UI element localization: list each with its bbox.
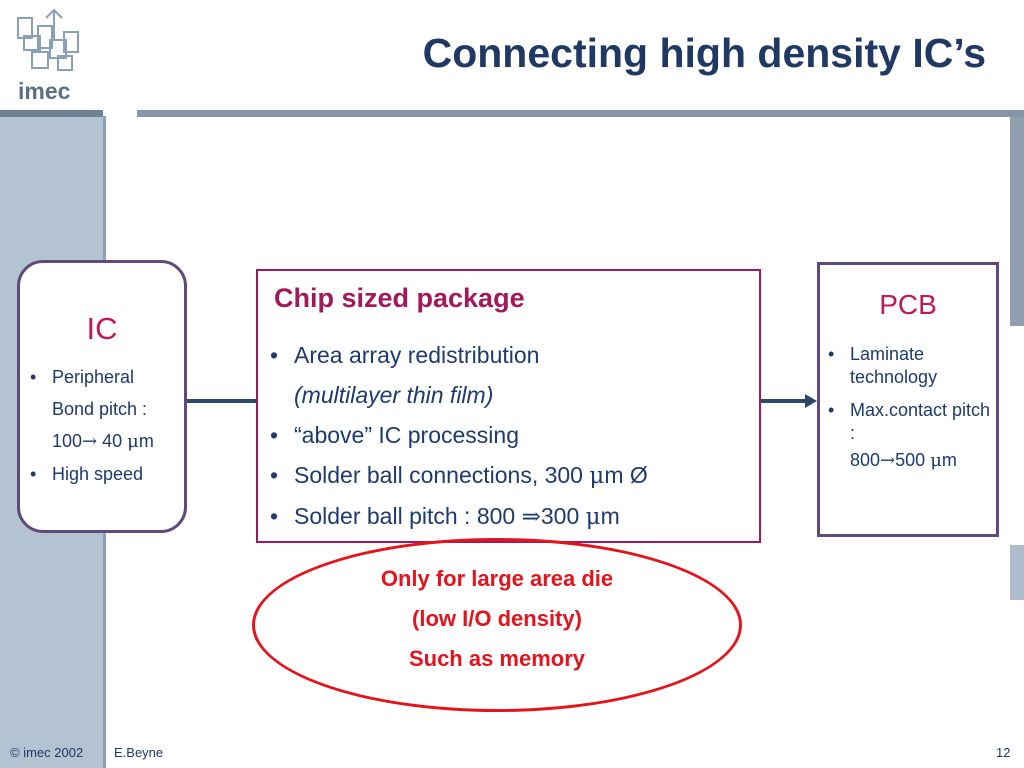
bullet-icon: • [270, 422, 279, 448]
double-arrow-icon: ⇒ [521, 504, 541, 530]
note-line-3: Such as memory [408, 646, 586, 671]
csp-list: •Area array redistribution (multilayer t… [270, 335, 648, 537]
ic-box: IC •Peripheral Bond pitch : 100→ 40 μm •… [17, 260, 187, 533]
arrow-icon: → [880, 450, 896, 471]
ic-item-speed: •High speed [30, 458, 154, 490]
arrow-icon: → [82, 431, 98, 452]
connector-line-right [761, 399, 807, 403]
pcb-list: •Laminate technology •Max.contact pitch … [828, 343, 996, 482]
note-line-1: Only for large area die [380, 566, 614, 591]
bullet-icon: • [270, 342, 279, 368]
highlight-ellipse [252, 538, 742, 712]
csp-item-processing: •“above” IC processing [270, 415, 648, 455]
pcb-item-contact-pitch: •Max.contact pitch : 800→500 μm [828, 400, 991, 471]
chip-sized-package-box: Chip sized package •Area array redistrib… [256, 269, 761, 543]
imec-logo-icon [14, 6, 94, 106]
title-rule [137, 110, 1024, 117]
title-rule-left [0, 110, 103, 117]
connector-line-left [187, 399, 256, 403]
pcb-heading: PCB [879, 289, 937, 320]
logo-text: imec [18, 78, 71, 104]
arrow-head-icon [805, 394, 817, 408]
csp-heading: Chip sized package [274, 283, 525, 313]
bullet-icon: • [30, 367, 37, 387]
bullet-icon: • [30, 464, 37, 484]
csp-item-pitch: •Solder ball pitch : 800 ⇒300 μm [270, 496, 648, 537]
ic-heading: IC [86, 311, 118, 346]
pcb-box: PCB •Laminate technology •Max.contact pi… [817, 262, 999, 537]
right-shadow-band-lower [1010, 545, 1024, 600]
slide-title: Connecting high density IC’s [422, 30, 986, 76]
bullet-icon: • [828, 400, 835, 420]
pcb-item-laminate: •Laminate technology [828, 344, 938, 387]
ic-list: •Peripheral Bond pitch : 100→ 40 μm •Hig… [30, 361, 154, 490]
right-shadow-band [1010, 116, 1024, 326]
bullet-icon: • [270, 462, 279, 488]
csp-item-connections: •Solder ball connections, 300 μm Ø [270, 455, 648, 496]
footer-copyright: © imec 2002 [10, 745, 84, 760]
footer-author: E.Beyne [114, 745, 164, 760]
note-line-2: (low I/O density) [412, 606, 582, 631]
csp-item-redistribution: •Area array redistribution (multilayer t… [270, 335, 648, 415]
footer-page-number: 12 [996, 745, 1011, 760]
bullet-icon: • [828, 344, 835, 364]
ic-item-bond-pitch: •Peripheral Bond pitch : 100→ 40 μm [30, 361, 154, 458]
bullet-icon: • [270, 503, 279, 529]
